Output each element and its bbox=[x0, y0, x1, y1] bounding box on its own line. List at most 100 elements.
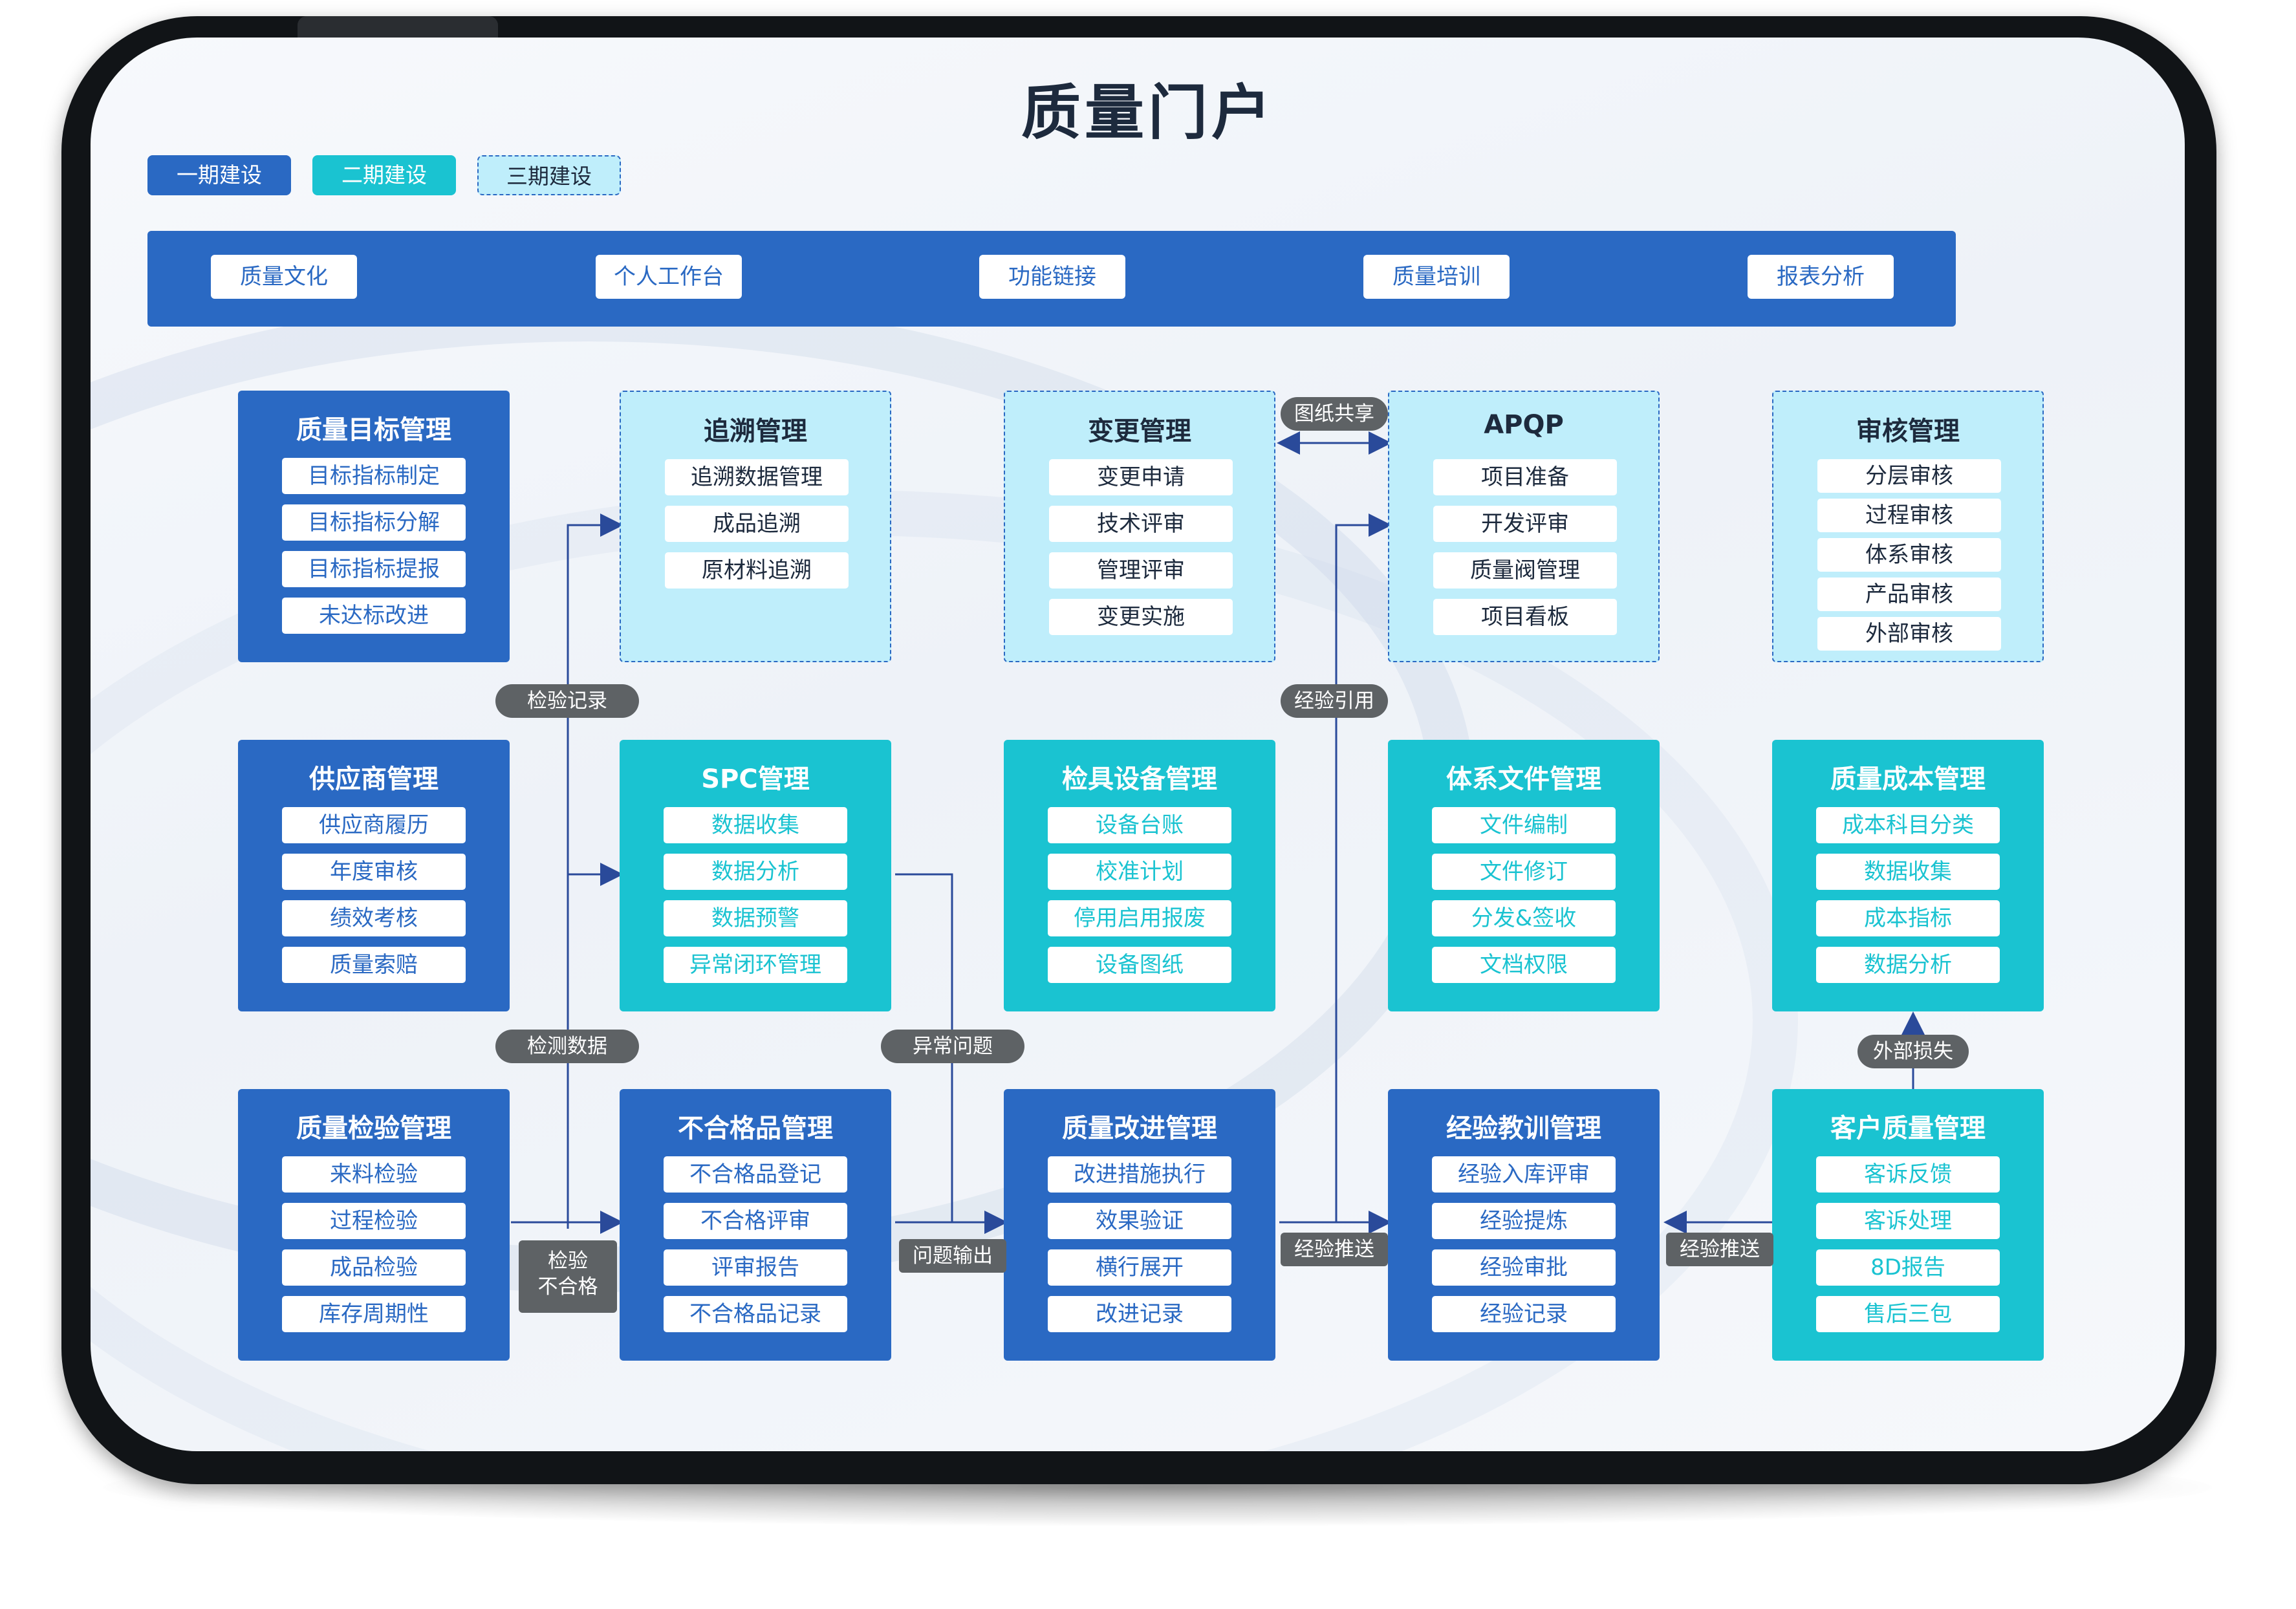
module-item[interactable]: 数据预警 bbox=[664, 900, 847, 936]
module-item[interactable]: 成本科目分类 bbox=[1816, 807, 2000, 843]
label-inspection-data: 检测数据 bbox=[495, 1030, 639, 1063]
module-change[interactable]: 变更管理变更申请技术评审管理评审变更实施 bbox=[1004, 391, 1275, 662]
arrow-to-apqp bbox=[1335, 513, 1392, 1222]
label-experience-push: 经验推送 bbox=[1666, 1233, 1773, 1266]
topbar-function-links[interactable]: 功能链接 bbox=[979, 255, 1125, 299]
module-nonconforming[interactable]: 不合格品管理不合格品登记不合格评审评审报告不合格品记录 bbox=[620, 1089, 891, 1361]
module-title: 不合格品管理 bbox=[678, 1114, 833, 1143]
module-item[interactable]: 不合格品记录 bbox=[664, 1296, 847, 1332]
module-item[interactable]: 不合格品登记 bbox=[664, 1156, 847, 1193]
module-quality-target[interactable]: 质量目标管理目标指标制定目标指标分解目标指标提报未达标改进 bbox=[238, 391, 510, 662]
module-item[interactable]: 数据收集 bbox=[1816, 854, 2000, 890]
module-item[interactable]: 变更实施 bbox=[1049, 599, 1233, 635]
module-item[interactable]: 开发评审 bbox=[1433, 506, 1617, 542]
module-item[interactable]: 停用启用报废 bbox=[1048, 900, 1231, 936]
module-supplier[interactable]: 供应商管理供应商履历年度审核绩效考核质量索赔 bbox=[238, 740, 510, 1011]
module-item[interactable]: 售后三包 bbox=[1816, 1296, 2000, 1332]
module-item[interactable]: 体系审核 bbox=[1817, 538, 2001, 572]
module-title: 变更管理 bbox=[1088, 416, 1191, 446]
module-item[interactable]: 质量索赔 bbox=[282, 947, 466, 983]
module-customer-quality[interactable]: 客户质量管理客诉反馈客诉处理 8D报告售后三包 bbox=[1772, 1089, 2044, 1361]
module-item[interactable]: 库存周期性 bbox=[282, 1296, 466, 1332]
portal-top-bar: 质量文化 个人工作台 功能链接 质量培训 报表分析 bbox=[147, 231, 1956, 327]
module-traceability[interactable]: 追溯管理追溯数据管理成品追溯原材料追溯 bbox=[620, 391, 891, 662]
module-title: SPC管理 bbox=[701, 764, 810, 794]
module-item[interactable]: 经验入库评审 bbox=[1432, 1156, 1616, 1193]
module-apqp[interactable]: APQP 项目准备开发评审质量阀管理项目看板 bbox=[1388, 391, 1660, 662]
module-item[interactable]: 供应商履历 bbox=[282, 807, 466, 843]
module-item[interactable]: 改进记录 bbox=[1048, 1296, 1231, 1332]
page-title: 质量门户 bbox=[1021, 78, 1275, 147]
module-item[interactable]: 设备图纸 bbox=[1048, 947, 1231, 983]
module-title: 供应商管理 bbox=[309, 764, 439, 794]
module-item[interactable]: 数据分析 bbox=[664, 854, 847, 890]
module-item[interactable]: 绩效考核 bbox=[282, 900, 466, 936]
module-item[interactable]: 设备台账 bbox=[1048, 807, 1231, 843]
module-audit[interactable]: 审核管理分层审核过程审核体系审核产品审核外部审核 bbox=[1772, 391, 2044, 662]
module-item[interactable]: 过程检验 bbox=[282, 1203, 466, 1239]
module-gauge-equipment[interactable]: 检具设备管理设备台账校准计划停用启用报废设备图纸 bbox=[1004, 740, 1275, 1011]
module-title: 体系文件管理 bbox=[1446, 764, 1601, 794]
module-item[interactable]: 客诉反馈 bbox=[1816, 1156, 2000, 1193]
module-item[interactable]: 项目准备 bbox=[1433, 459, 1617, 495]
module-item[interactable]: 经验审批 bbox=[1432, 1249, 1616, 1286]
module-title: 质量改进管理 bbox=[1062, 1114, 1217, 1143]
label-external-loss: 外部损失 bbox=[1857, 1035, 1969, 1068]
module-item[interactable]: 不合格评审 bbox=[664, 1203, 847, 1239]
module-item[interactable]: 效果验证 bbox=[1048, 1203, 1231, 1239]
topbar-report-analysis[interactable]: 报表分析 bbox=[1748, 255, 1894, 299]
module-item[interactable]: 目标指标分解 bbox=[282, 504, 466, 541]
module-lessons-learned[interactable]: 经验教训管理经验入库评审经验提炼经验审批经验记录 bbox=[1388, 1089, 1660, 1361]
module-item[interactable]: 评审报告 bbox=[664, 1249, 847, 1286]
module-item[interactable]: 分层审核 bbox=[1817, 459, 2001, 493]
module-item[interactable]: 目标指标提报 bbox=[282, 551, 466, 587]
module-item[interactable]: 文件修订 bbox=[1432, 854, 1616, 890]
module-quality-inspection[interactable]: 质量检验管理来料检验过程检验成品检验库存周期性 bbox=[238, 1089, 510, 1361]
label-inspection-record: 检验记录 bbox=[495, 684, 639, 718]
module-item[interactable]: 过程审核 bbox=[1817, 499, 2001, 532]
module-item[interactable]: 年度审核 bbox=[282, 854, 466, 890]
module-item[interactable]: 改进措施执行 bbox=[1048, 1156, 1231, 1193]
topbar-personal-workbench[interactable]: 个人工作台 bbox=[596, 255, 742, 299]
module-item[interactable]: 数据收集 bbox=[664, 807, 847, 843]
module-title: 质量目标管理 bbox=[296, 415, 451, 445]
module-item[interactable]: 目标指标制定 bbox=[282, 458, 466, 494]
module-item[interactable]: 追溯数据管理 bbox=[665, 459, 849, 495]
module-item[interactable]: 数据分析 bbox=[1816, 947, 2000, 983]
module-item[interactable]: 技术评审 bbox=[1049, 506, 1233, 542]
module-item[interactable]: 文件编制 bbox=[1432, 807, 1616, 843]
module-title: 客户质量管理 bbox=[1830, 1114, 1986, 1143]
legend-phase-2: 二期建设 bbox=[312, 155, 456, 195]
module-item[interactable]: 成品检验 bbox=[282, 1249, 466, 1286]
module-spc[interactable]: SPC管理数据收集数据分析数据预警异常闭环管理 bbox=[620, 740, 891, 1011]
module-item[interactable]: 未达标改进 bbox=[282, 598, 466, 634]
module-item[interactable]: 质量阀管理 bbox=[1433, 552, 1617, 589]
module-item[interactable]: 成品追溯 bbox=[665, 506, 849, 542]
module-quality-improvement[interactable]: 质量改进管理改进措施执行效果验证横行展开改进记录 bbox=[1004, 1089, 1275, 1361]
topbar-quality-training[interactable]: 质量培训 bbox=[1363, 255, 1510, 299]
module-item[interactable]: 经验提炼 bbox=[1432, 1203, 1616, 1239]
module-item[interactable]: 异常闭环管理 bbox=[664, 947, 847, 983]
module-item[interactable]: 来料检验 bbox=[282, 1156, 466, 1193]
module-quality-cost[interactable]: 质量成本管理成本科目分类数据收集成本指标数据分析 bbox=[1772, 740, 2044, 1011]
module-item[interactable]: 客诉处理 bbox=[1816, 1203, 2000, 1239]
label-experience-reference: 经验引用 bbox=[1281, 684, 1388, 718]
label-abnormal-issue: 异常问题 bbox=[881, 1030, 1024, 1063]
module-item[interactable]: 8D报告 bbox=[1816, 1249, 2000, 1286]
module-item[interactable]: 文档权限 bbox=[1432, 947, 1616, 983]
module-item[interactable]: 校准计划 bbox=[1048, 854, 1231, 890]
module-item[interactable]: 产品审核 bbox=[1817, 578, 2001, 611]
module-title: APQP bbox=[1484, 410, 1564, 440]
module-system-document[interactable]: 体系文件管理文件编制文件修订分发&签收文档权限 bbox=[1388, 740, 1660, 1011]
module-item[interactable]: 横行展开 bbox=[1048, 1249, 1231, 1286]
label-problem-output: 问题输出 bbox=[899, 1239, 1006, 1273]
module-item[interactable]: 变更申请 bbox=[1049, 459, 1233, 495]
module-item[interactable]: 原材料追溯 bbox=[665, 552, 849, 589]
module-item[interactable]: 成本指标 bbox=[1816, 900, 2000, 936]
module-item[interactable]: 外部审核 bbox=[1817, 617, 2001, 651]
topbar-quality-culture[interactable]: 质量文化 bbox=[211, 255, 357, 299]
module-item[interactable]: 项目看板 bbox=[1433, 599, 1617, 635]
module-item[interactable]: 经验记录 bbox=[1432, 1296, 1616, 1332]
module-item[interactable]: 管理评审 bbox=[1049, 552, 1233, 589]
module-item[interactable]: 分发&签收 bbox=[1432, 900, 1616, 936]
